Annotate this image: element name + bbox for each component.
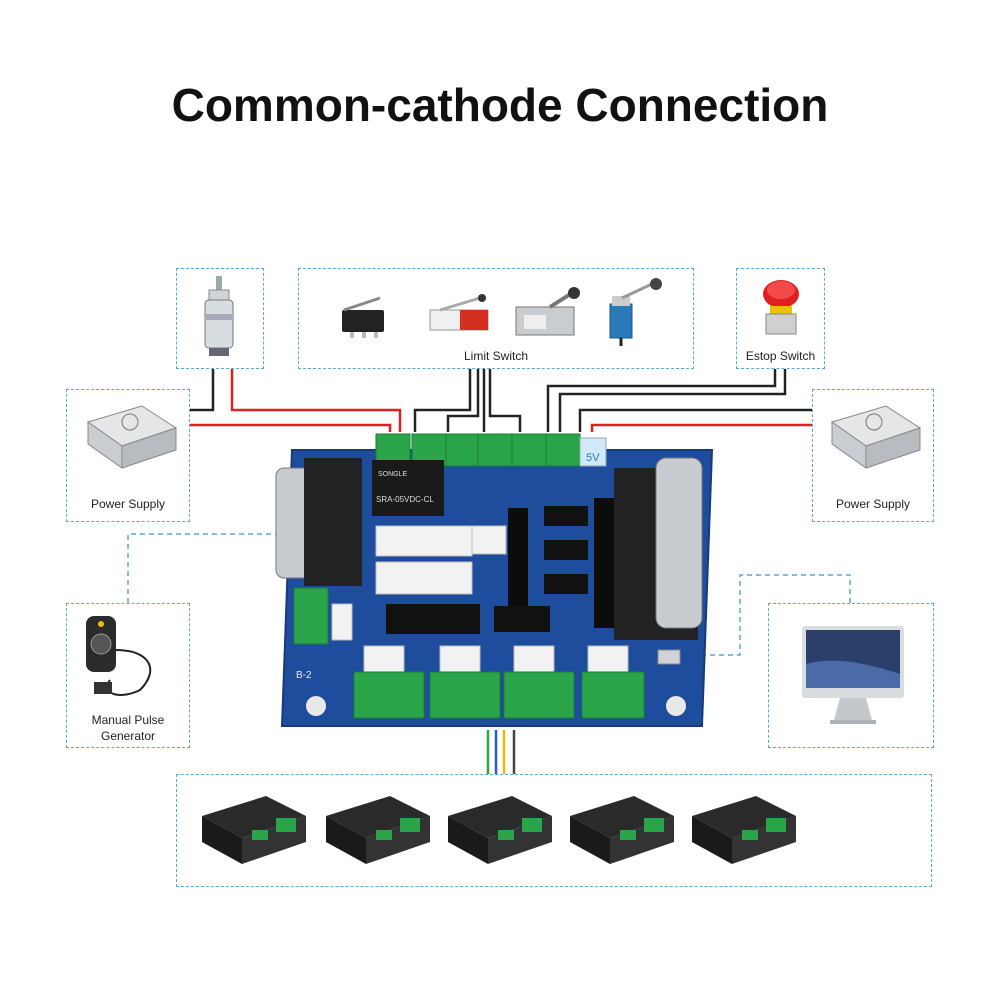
mpg-label-line2: Generator (100, 729, 156, 743)
power-supply-left-icon (86, 405, 178, 469)
power-supply-right-icon (830, 405, 922, 469)
manual-pulse-generator-icon (86, 616, 152, 696)
computer-monitor-icon (802, 626, 904, 724)
board-id: B-2 (296, 670, 312, 681)
relay-brand: SONGLE (378, 471, 408, 478)
lever-switch-icon (515, 287, 580, 336)
stepper-driver-1-icon (202, 796, 306, 864)
stepper-driver-5-icon (692, 796, 796, 864)
relay-model: SRA-05VDC-CL (376, 495, 434, 504)
voltage-badge: 5V (586, 452, 600, 464)
stepper-driver-2-icon (326, 796, 430, 864)
estop-button-icon (763, 280, 799, 335)
limit-switch-label: Limit Switch (463, 349, 528, 363)
micro-switch-icon (342, 296, 384, 338)
spindle-motor-icon (204, 276, 234, 356)
stepper-driver-4-icon (570, 796, 674, 864)
roller-switch-icon (429, 294, 489, 331)
page-title: Common-cathode Connection (171, 79, 829, 131)
stepper-driver-3-icon (448, 796, 552, 864)
breakout-board: 5V SONGLE SRA-05VDC-CL B-2 (275, 433, 714, 727)
rotary-limit-switch-icon (609, 278, 662, 346)
estop-switch-label: Estop Switch (745, 349, 816, 363)
power-supply-left-label: Power Supply (90, 497, 166, 511)
mpg-label-line1: Manual Pulse (91, 713, 165, 727)
power-supply-right-label: Power Supply (835, 497, 911, 511)
